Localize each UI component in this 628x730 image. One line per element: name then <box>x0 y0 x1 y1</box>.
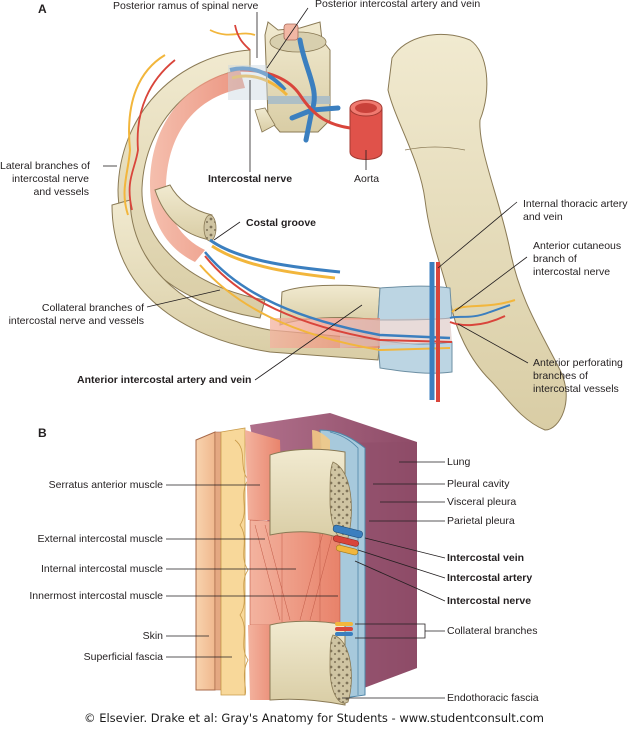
intercostal-muscle-band <box>150 70 245 262</box>
rib-posterior <box>117 49 266 319</box>
label-anterior-perforating-line2: branches of <box>533 370 588 382</box>
leader-lines-a <box>103 7 529 381</box>
label-anterior-intercostal-artery-vein: Anterior intercostal artery and vein <box>77 374 252 386</box>
label-collateral-branches-a-line2: intercostal nerve and vessels <box>8 315 144 327</box>
label-posterior-ramus: Posterior ramus of spinal nerve <box>113 0 259 12</box>
label-collateral-branches-a-line1: Collateral branches of <box>41 302 144 314</box>
label-internal-thoracic-line1: Internal thoracic artery <box>523 198 628 210</box>
rib-lower-section <box>269 620 346 706</box>
label-anterior-cutaneous-line3: intercostal nerve <box>533 266 611 278</box>
rib-lower <box>111 199 381 361</box>
label-superficial-fascia: Superficial fascia <box>83 651 163 663</box>
panel-b-illustration <box>195 413 417 706</box>
label-pleural-cavity: Pleural cavity <box>447 478 510 490</box>
skin-layer <box>195 431 216 691</box>
label-innermost-intercostal: Innermost intercostal muscle <box>29 590 163 602</box>
label-posterior-intercostal-artery-vein: Posterior intercostal artery and vein <box>315 0 481 10</box>
label-intercostal-artery: Intercostal artery <box>447 572 533 584</box>
sternum <box>387 33 567 431</box>
label-aorta: Aorta <box>354 173 380 185</box>
label-external-intercostal: External intercostal muscle <box>37 533 163 545</box>
costal-cartilage <box>377 285 453 321</box>
label-skin: Skin <box>142 630 163 642</box>
label-collateral-branches-b: Collateral branches <box>447 625 538 637</box>
panel-a-illustration <box>111 21 567 431</box>
label-anterior-cutaneous-line1: Anterior cutaneous <box>533 240 622 252</box>
label-lateral-branches-line2: intercostal nerve <box>11 173 89 185</box>
label-lateral-branches-line1: Lateral branches of <box>0 160 90 172</box>
label-lung: Lung <box>447 456 471 468</box>
vessel-nerve <box>335 544 359 556</box>
label-internal-thoracic-line2: and vein <box>523 211 563 223</box>
label-intercostal-nerve-b: Intercostal nerve <box>447 595 532 607</box>
superficial-fascia-layer <box>220 427 246 696</box>
label-internal-intercostal: Internal intercostal muscle <box>41 563 163 575</box>
vessel-vein <box>332 524 363 539</box>
label-anterior-perforating-line1: Anterior perforating <box>533 357 623 369</box>
leader-lines-b <box>166 461 446 699</box>
label-lateral-branches-line3: and vessels <box>33 186 89 198</box>
label-serratus-anterior: Serratus anterior muscle <box>48 479 163 491</box>
copyright-caption: © Elsevier. Drake et al: Gray's Anatomy … <box>84 711 544 725</box>
label-visceral-pleura: Visceral pleura <box>447 496 517 508</box>
label-anterior-cutaneous-line2: branch of <box>533 253 577 265</box>
label-parietal-pleura: Parietal pleura <box>447 515 515 527</box>
label-costal-groove: Costal groove <box>246 217 317 229</box>
label-intercostal-vein: Intercostal vein <box>447 552 525 564</box>
panel-a-label: A <box>38 2 47 16</box>
label-endothoracic-fascia: Endothoracic fascia <box>447 692 539 704</box>
panel-b-label: B <box>38 426 47 440</box>
label-anterior-perforating-line3: intercostal vessels <box>533 383 619 395</box>
label-intercostal-nerve-a: Intercostal nerve <box>208 173 293 185</box>
intercostal-muscles <box>249 519 341 626</box>
aorta <box>349 99 383 160</box>
vessel-artery <box>332 535 360 547</box>
